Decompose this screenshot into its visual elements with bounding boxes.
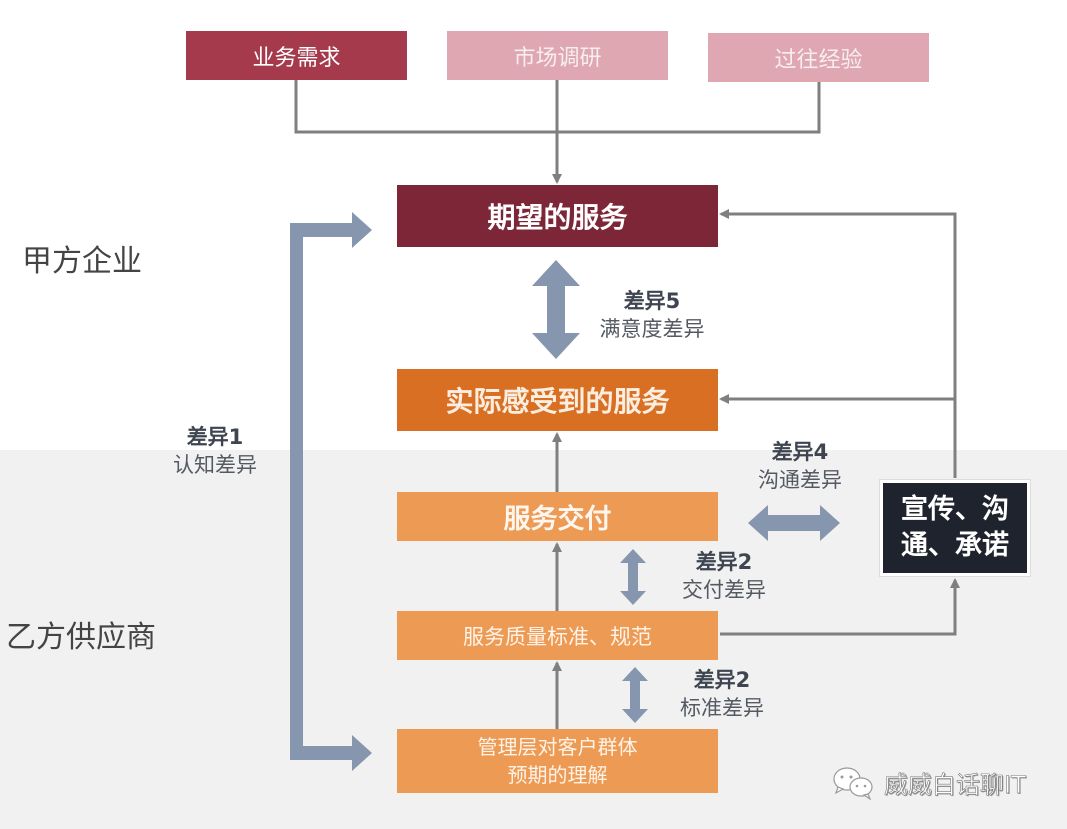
watermark-text: 威威白话聊IT xyxy=(884,771,1026,800)
gap1-subtitle: 认知差异 xyxy=(173,453,257,477)
gap4-title: 差异4 xyxy=(771,440,829,464)
gap2-delivery-label: 差异2 交付差异 xyxy=(664,548,784,604)
gap5-label: 差异5 满意度差异 xyxy=(582,287,722,343)
party-b-label: 乙方供应商 xyxy=(6,620,156,655)
source-business-needs: 业务需求 xyxy=(186,31,407,80)
communication-line2: 通、承诺 xyxy=(901,530,1009,561)
perceived-service-block: 实际感受到的服务 xyxy=(397,369,718,431)
expected-service-block: 期望的服务 xyxy=(397,185,718,247)
gap4-label: 差异4 沟通差异 xyxy=(740,438,860,494)
gap2-delivery-double-arrow xyxy=(620,549,646,605)
gap2-standard-label: 差异2 标准差异 xyxy=(662,666,782,722)
quality-standards-block: 服务质量标准、规范 xyxy=(397,611,718,660)
gap1-bracket-arrow xyxy=(290,212,372,771)
gap2-delivery-subtitle: 交付差异 xyxy=(682,578,766,602)
source-market-research: 市场调研 xyxy=(447,31,668,80)
wechat-icon xyxy=(833,766,873,800)
gap5-subtitle: 满意度差异 xyxy=(599,317,705,341)
communication-line1: 宣传、沟 xyxy=(901,494,1009,525)
gap5-double-arrow xyxy=(532,260,580,359)
service-delivery-block: 服务交付 xyxy=(397,492,718,541)
gap1-label: 差异1 认知差异 xyxy=(150,423,280,479)
gap2-standard-title: 差异2 xyxy=(693,668,751,692)
communication-feedback-connector xyxy=(719,209,957,478)
gap4-subtitle: 沟通差异 xyxy=(758,468,842,492)
gap2-delivery-title: 差异2 xyxy=(695,550,753,574)
gap1-title: 差异1 xyxy=(186,425,244,449)
management-understanding-block: 管理层对客户群体 预期的理解 xyxy=(397,729,718,793)
watermark: 威威白话聊IT xyxy=(832,765,1026,800)
source-past-experience: 过往经验 xyxy=(708,33,929,82)
gap2-standard-double-arrow xyxy=(622,667,648,723)
gap4-double-arrow xyxy=(748,505,840,541)
standards-to-communication-connector xyxy=(720,578,960,636)
communication-block: 宣传、沟 通、承诺 xyxy=(880,480,1030,576)
management-understanding-line2: 预期的理解 xyxy=(507,763,608,787)
gap2-standard-subtitle: 标准差异 xyxy=(680,696,764,720)
sources-merge-connector xyxy=(294,80,821,184)
management-understanding-line1: 管理层对客户群体 xyxy=(477,735,638,759)
gap5-title: 差异5 xyxy=(623,289,681,313)
party-a-label: 甲方企业 xyxy=(22,244,142,279)
